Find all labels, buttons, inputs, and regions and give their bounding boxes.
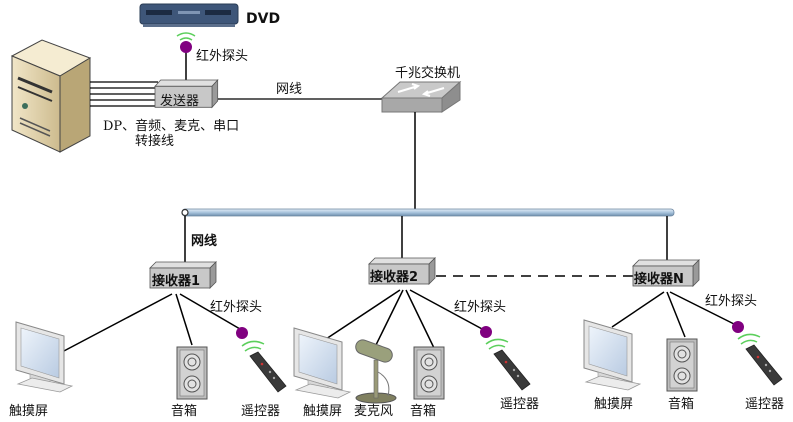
receiver-2-remote-icon [485,338,531,391]
receiver-N-speaker-icon [666,338,698,392]
receiver-N-ir-label: 红外探头 [705,294,758,309]
receiver-2-ir-probe-icon [480,326,492,338]
receiver-1-speaker-icon [176,346,208,400]
receiver-2-ir-label: 红外探头 [454,300,507,315]
receiver-N-cables [611,291,737,338]
receiver-2-device-microphone: 麦克风 [354,404,394,419]
receiver-2-touchscreen-icon [293,327,351,399]
cable-label-line1: DP、音频、麦克、串口 [103,119,240,134]
receiver-1-cables [61,293,241,353]
receiver-N-touchscreen-icon [583,319,641,391]
receiver-1-touchscreen-icon [15,321,73,393]
receiver-N-device-touchscreen: 触摸屏 [594,397,634,412]
receiver-N-device-remote: 遥控器 [745,397,785,412]
receiver-1-device-remote: 遥控器 [241,404,281,419]
bus-network-label: 网线 [191,234,218,249]
receiver-1-label: 接收器1 [152,274,201,289]
cable-label-line2: 转接线 [135,134,175,149]
server-pc-icon [10,39,92,153]
receiver-1-device-touchscreen: 触摸屏 [9,404,49,419]
receiver-2-device-remote: 遥控器 [500,397,540,412]
sender-ir-label: 红外探头 [196,49,249,64]
receiver-2-device-touchscreen: 触摸屏 [303,404,343,419]
switch-label: 千兆交换机 [395,66,461,81]
receiver-N-label: 接收器N [634,272,684,287]
receiver-1-ir-label: 红外探头 [210,300,263,315]
sender-box-label: 发送器 [160,94,200,109]
dvd-label: DVD [246,11,281,27]
adapter-cables [90,81,158,107]
receiver-2-device-speaker: 音箱 [410,404,437,419]
sender-network-label: 网线 [276,82,303,97]
receiver-2-label: 接收器2 [370,270,419,285]
receiver-N-ir-probe-icon [732,321,744,333]
receiver-2-speaker-icon [413,346,445,400]
network-bus-bar [181,208,675,217]
receiver-N-remote-icon [737,333,783,386]
receiver-1-remote-icon [241,340,287,393]
dvd-player-icon [139,3,239,27]
receiver-2-microphone-icon [355,339,397,404]
gigabit-switch-icon [380,80,462,113]
receiver-N-device-speaker: 音箱 [668,397,695,412]
receiver-2-cables [325,289,485,350]
receiver-1-device-speaker: 音箱 [171,404,198,419]
receiver-1-ir-probe-icon [236,327,248,339]
dvd-ir-probe-icon [176,32,196,80]
